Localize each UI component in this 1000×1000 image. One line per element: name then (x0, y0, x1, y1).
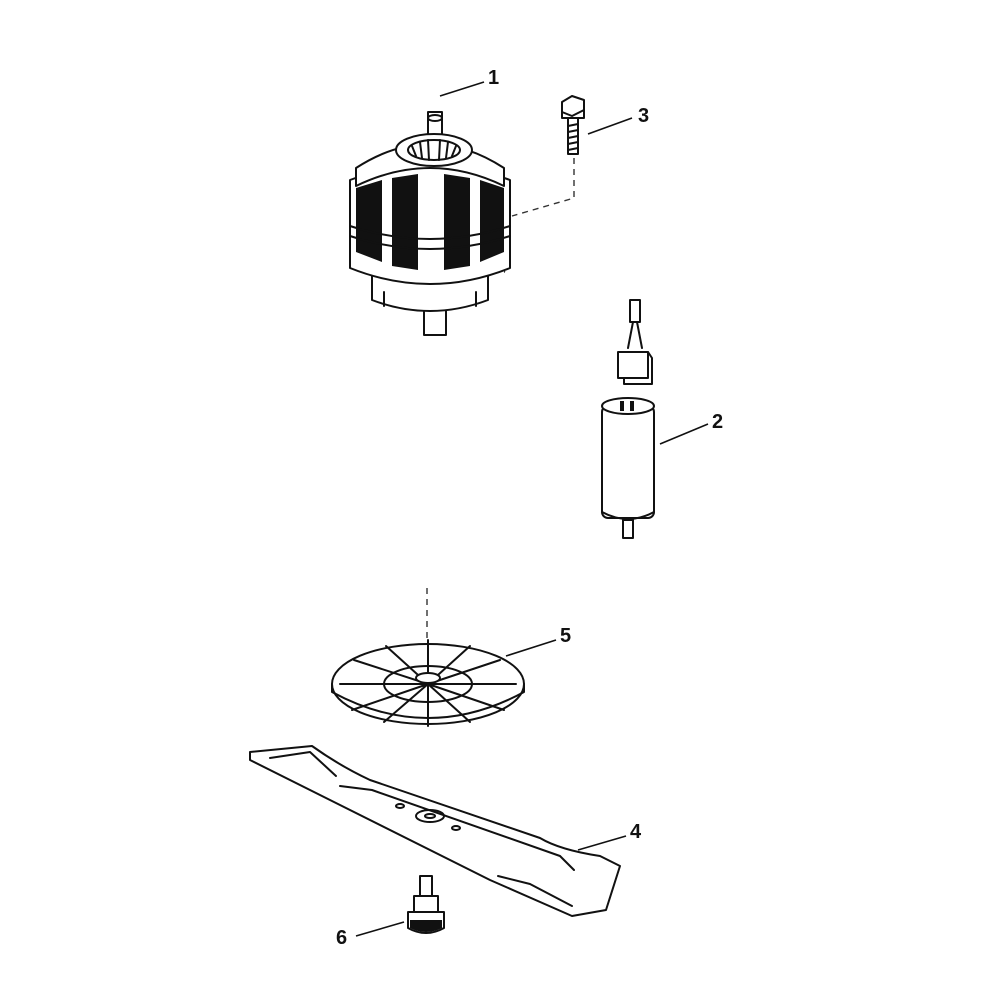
blade-adapter-part (407, 875, 445, 934)
callout-5: 5 (560, 625, 571, 647)
blade-part (249, 745, 621, 917)
leader-line-6 (355, 921, 405, 937)
callout-4: 4 (630, 821, 642, 843)
callout-2: 2 (712, 411, 723, 433)
capacitor-part (601, 397, 655, 539)
callout-3: 3 (638, 105, 649, 127)
bolt-insertion-line (511, 158, 575, 217)
fan-part (331, 639, 525, 727)
bolt-part (561, 95, 585, 155)
callout-6: 6 (336, 927, 347, 949)
leader-line-1 (439, 81, 485, 97)
leader-line-4 (577, 835, 627, 851)
callout-1: 1 (488, 67, 499, 89)
leader-line-3 (587, 117, 633, 135)
leader-line-2 (659, 423, 709, 445)
motor-part (349, 111, 653, 385)
leader-line-5 (505, 639, 557, 657)
